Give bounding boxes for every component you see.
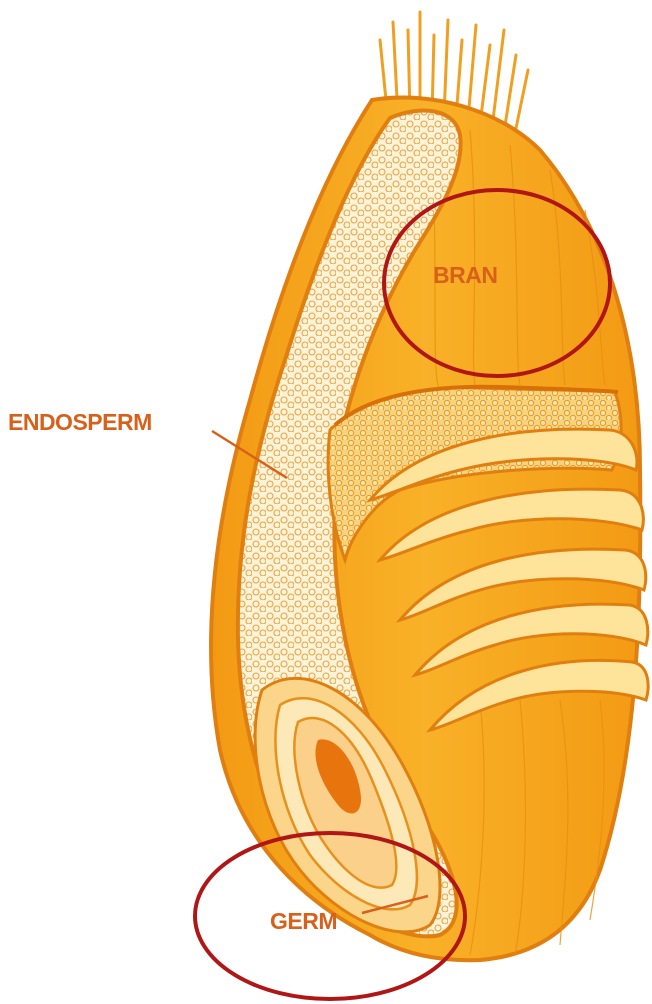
germ-label: GERM bbox=[270, 908, 337, 934]
bran-label: BRAN bbox=[433, 262, 497, 288]
endosperm-label: ENDOSPERM bbox=[8, 409, 152, 435]
